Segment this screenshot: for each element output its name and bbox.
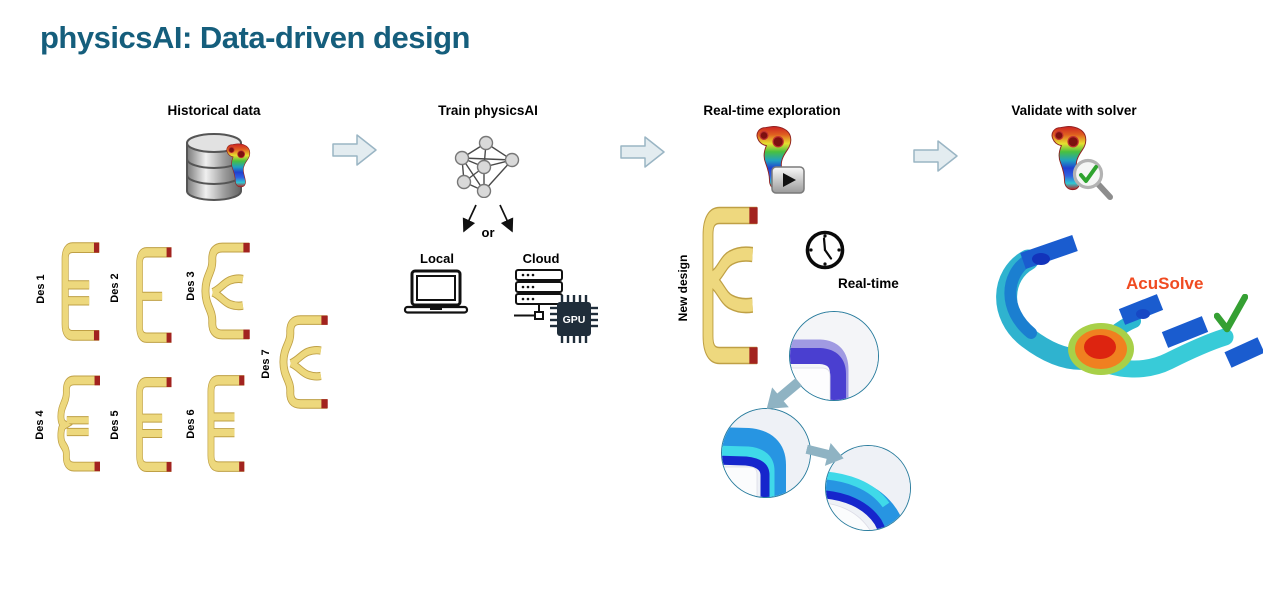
fork-arrows-icon: [462, 204, 514, 233]
flow-arrow-icon: [331, 131, 379, 169]
flow-arrow-icon: [619, 133, 667, 171]
header-realtime-exploration: Real-time exploration: [703, 103, 841, 118]
zoom-inset-3: [825, 445, 911, 531]
design-7-bracket: [275, 308, 333, 416]
design-4-label: Des 4: [34, 410, 46, 440]
server-icon: [514, 269, 563, 320]
header-validate-solver: Validate with solver: [1011, 103, 1137, 118]
cloud-label: Cloud: [522, 251, 560, 266]
design-2-label: Des 2: [109, 273, 121, 303]
zoom-inset-2: [721, 408, 811, 498]
fea-part-icon: [224, 136, 254, 196]
design-4-bracket: [55, 368, 105, 479]
realtime-label: Real-time: [838, 276, 899, 291]
laptop-icon: [403, 269, 469, 314]
design-1-bracket: [56, 235, 104, 348]
design-6-bracket: [202, 368, 249, 479]
magnifier-check-icon: [1072, 158, 1113, 200]
inset-arrow-icon: [803, 436, 849, 473]
clock-icon: [805, 230, 845, 270]
new-design-label: New design: [676, 254, 690, 322]
header-historical-data: Historical data: [167, 103, 261, 118]
design-6-label: Des 6: [185, 409, 197, 439]
design-3-label: Des 3: [185, 271, 197, 301]
design-1-label: Des 1: [35, 274, 47, 304]
design-5-bracket: [131, 370, 176, 479]
check-icon: [1214, 294, 1248, 333]
or-label: or: [481, 225, 495, 240]
gpu-chip-icon: GPU: [550, 295, 598, 343]
play-button-icon: [771, 166, 805, 194]
local-label: Local: [420, 251, 454, 266]
design-7-label: Des 7: [260, 349, 272, 379]
gpu-label: GPU: [563, 314, 586, 326]
new-design-bracket: [694, 198, 764, 373]
solver-result-part: [996, 234, 1263, 378]
design-5-label: Des 5: [109, 410, 121, 440]
neural-network-icon: [454, 135, 520, 198]
design-2-bracket: [131, 240, 176, 350]
zoom-inset-1: [789, 311, 879, 401]
design-3-bracket: [197, 235, 255, 347]
acusolve-label: AcuSolve: [1126, 274, 1204, 293]
flow-arrow-icon: [912, 137, 960, 175]
page-title: physicsAI: Data-driven design: [40, 20, 470, 55]
header-train-physicsai: Train physicsAI: [438, 103, 538, 118]
